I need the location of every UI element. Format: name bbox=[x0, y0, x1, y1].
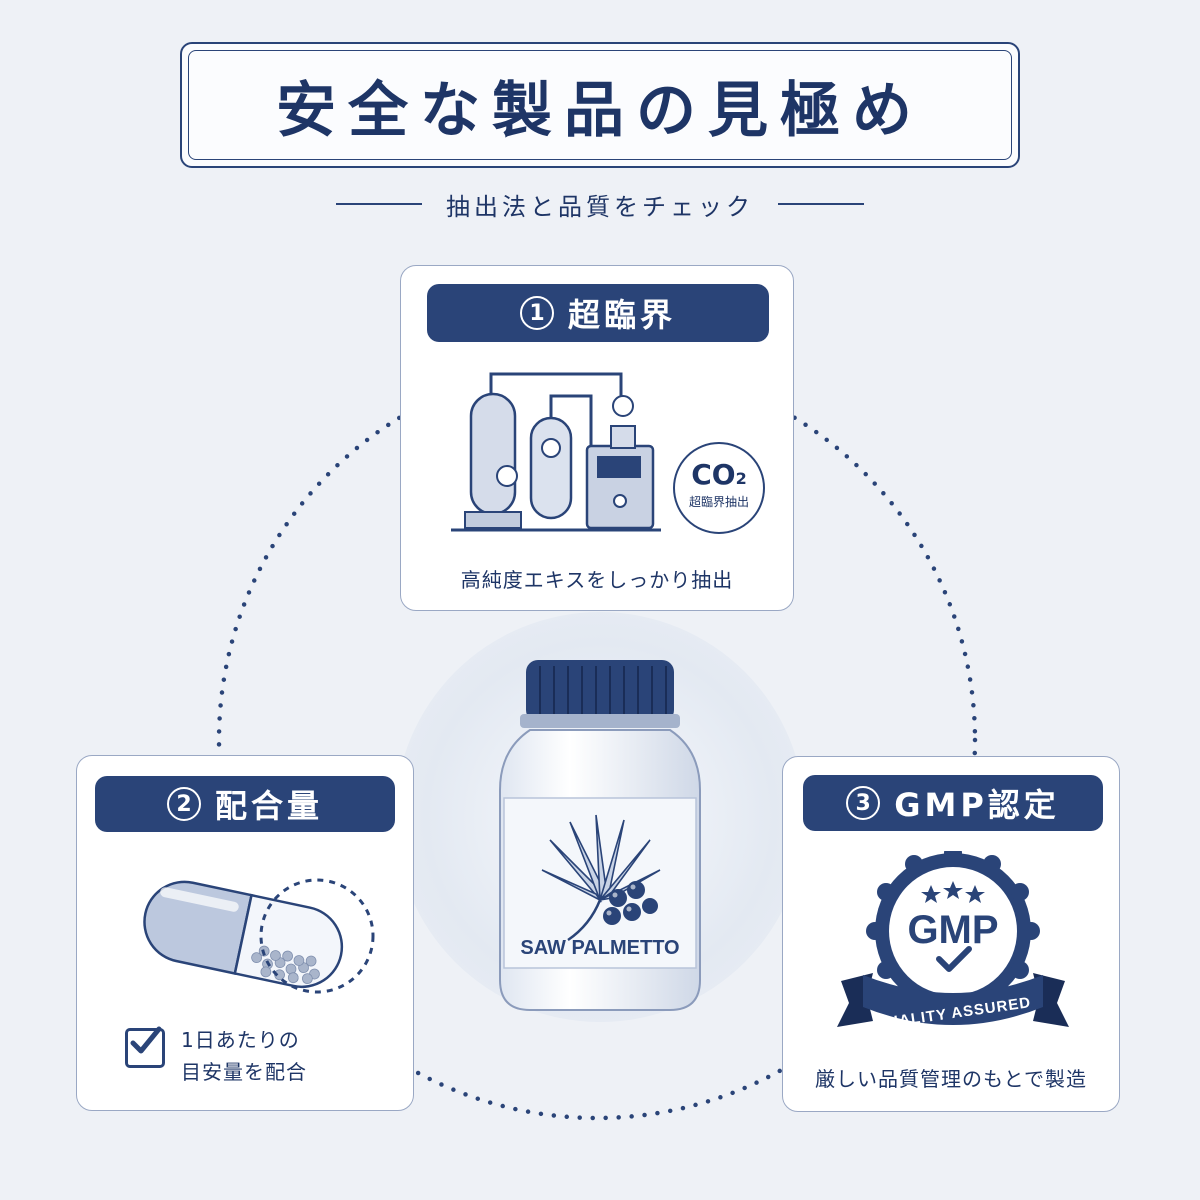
card-supercritical-header: 1 超臨界 bbox=[427, 284, 769, 342]
number-badge-1: 1 bbox=[519, 296, 554, 330]
card-gmp-header: 3 GMP認定 bbox=[803, 775, 1103, 831]
page-subtitle: 抽出法と品質をチェック bbox=[446, 192, 754, 221]
title-frame: 安全な製品の見極め bbox=[180, 42, 1020, 168]
number-badge-3: 3 bbox=[846, 786, 881, 820]
card-supercritical: 1 超臨界 CO2 超臨界抽出 高純度エキスをしっかり抽出 bbox=[400, 265, 794, 611]
card-supercritical-title: 超臨界 bbox=[567, 296, 676, 334]
number-badge-2: 2 bbox=[166, 787, 201, 821]
gmp-seal-text: GMP bbox=[907, 908, 998, 952]
capsule-icon bbox=[143, 878, 375, 994]
page-title: 安全な製品の見極め bbox=[276, 75, 924, 146]
card-gmp-title: GMP認定 bbox=[894, 786, 1060, 824]
card-gmp-caption: 厳しい品質管理のもとで製造 bbox=[815, 1067, 1087, 1091]
subtitle-rule-right bbox=[778, 203, 864, 205]
card-dosage-title: 配合量 bbox=[214, 787, 323, 825]
supplement-bottle-icon: SAW PALMETTO bbox=[499, 660, 701, 1011]
gmp-seal-icon: GMP bbox=[837, 851, 1069, 1027]
checkbox-checked-icon bbox=[125, 1026, 165, 1068]
co2-formula: CO bbox=[691, 458, 736, 491]
card-dosage-caption-line2: 目安量を配合 bbox=[181, 1060, 307, 1084]
co2-subscript: 2 bbox=[735, 469, 747, 488]
card-dosage-caption-line1: 1日あたりの bbox=[181, 1028, 300, 1052]
card-gmp: 3 GMP認定 GMP QUALITY ASSURED 厳し bbox=[782, 756, 1120, 1112]
product-label: SAW PALMETTO bbox=[520, 937, 679, 959]
subtitle-row: 抽出法と品質をチェック bbox=[310, 182, 890, 226]
subtitle-rule-left bbox=[336, 203, 422, 205]
co2-badge: CO2 超臨界抽出 bbox=[673, 442, 765, 534]
extraction-equipment-icon bbox=[451, 372, 661, 532]
card-dosage-header: 2 配合量 bbox=[95, 776, 395, 832]
co2-badge-caption: 超臨界抽出 bbox=[688, 495, 749, 509]
card-supercritical-caption: 高純度エキスをしっかり抽出 bbox=[460, 568, 734, 592]
card-dosage: 2 配合量 1日あたりの 目安量を配合 bbox=[76, 755, 414, 1111]
